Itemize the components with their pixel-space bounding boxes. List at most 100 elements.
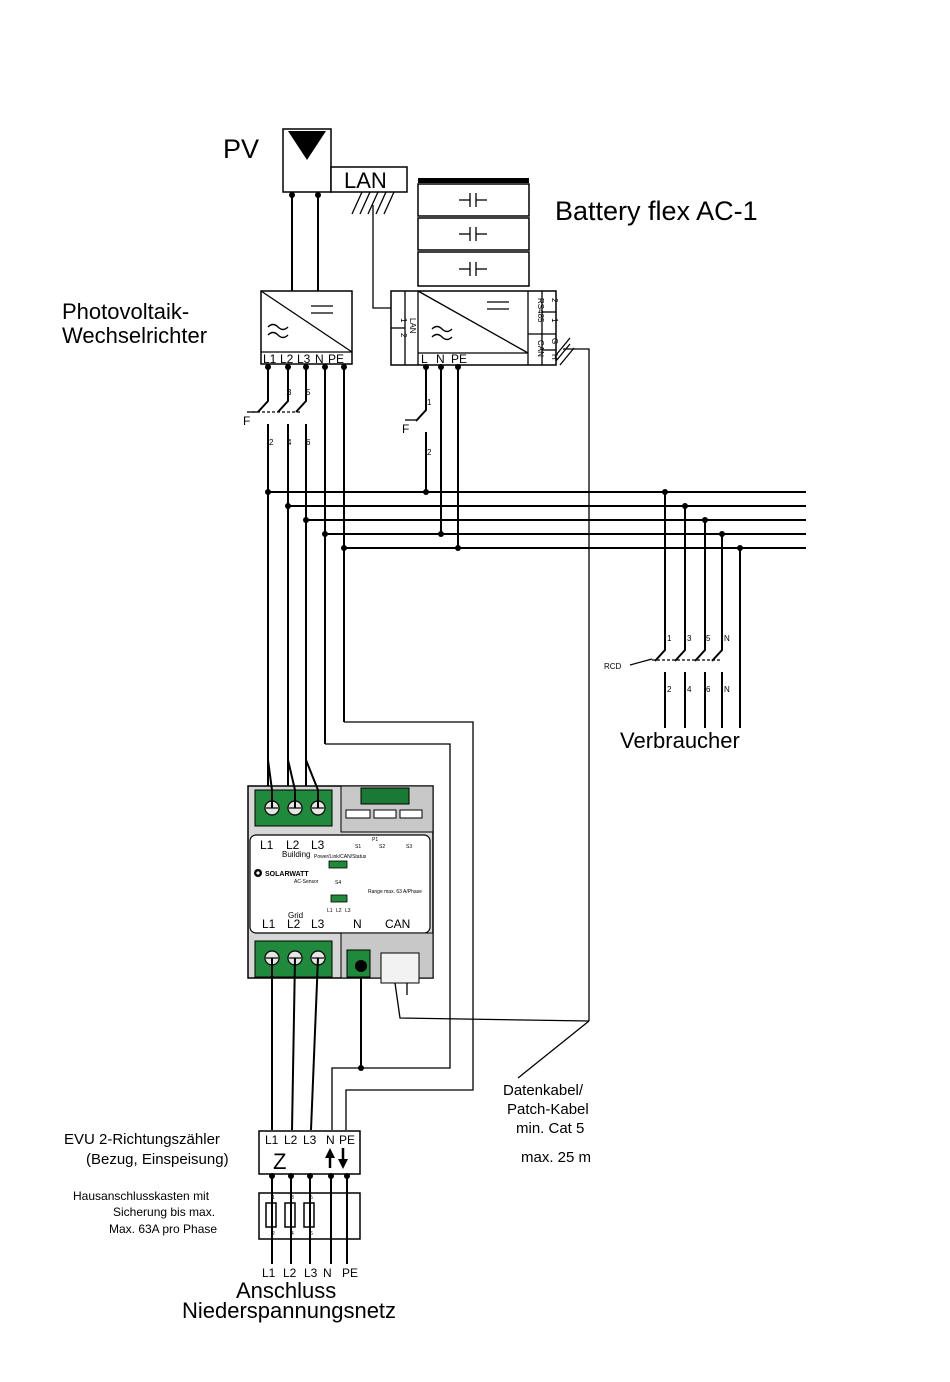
pv-breaker: 1 3 5 2 4 6 F — [243, 388, 311, 447]
sensor-s2: S2 — [379, 844, 385, 850]
pv-label: PV — [223, 134, 259, 164]
rcd-bottom-4: 4 — [687, 685, 692, 694]
lan-plug-line — [383, 191, 395, 215]
fusebox-line2: Sicherung bis max. — [113, 1205, 215, 1219]
battery-breaker: 1 2 F — [402, 398, 432, 457]
battery-cell — [417, 251, 530, 287]
rcd-top-5: 5 — [706, 634, 711, 643]
sensor-bottom-n: N — [353, 917, 362, 931]
can-plug-line — [555, 343, 571, 362]
sensor-ct-connector — [330, 894, 348, 903]
grid-title-line1: Anschluss — [236, 1278, 336, 1303]
fuse-top-5: 5 — [310, 1195, 313, 1201]
ac-symbol-icon — [267, 331, 289, 339]
grid-connection: L1 L2 L3 N PE Anschluss Niederspannungsn… — [182, 1266, 396, 1323]
arrow-up-icon — [325, 1148, 335, 1158]
pv-breaker-top-3: 3 — [287, 388, 292, 397]
cable-note-line2: Patch-Kabel — [507, 1101, 589, 1118]
meter-symbol: Z — [273, 1149, 286, 1174]
sensor-led-label: Power/Link/CAN/Status — [314, 854, 367, 860]
bi-side-label-rs485: RS485 — [536, 298, 545, 323]
sensor-top-l1: L1 — [260, 838, 274, 852]
consumer-l1-top — [654, 492, 666, 662]
junction-dot — [438, 531, 444, 537]
wire-sensor-top-l3 — [305, 759, 319, 808]
grid-title-line2: Niederspannungsnetz — [182, 1298, 396, 1323]
fuse-bottom-2: 2 — [272, 1231, 275, 1237]
bi-side-label-h: H — [550, 354, 559, 360]
pv-panel-icon — [288, 131, 326, 160]
meter-terminal-l2: L2 — [284, 1133, 298, 1147]
lan-plug-line — [359, 191, 371, 215]
pv-breaker-top-5: 5 — [306, 388, 311, 397]
sensor-label-face — [249, 834, 431, 934]
bi-terminal-n: N — [436, 352, 445, 366]
wire-l3-inv — [295, 367, 307, 413]
lan-connector: LAN — [330, 166, 408, 215]
consumer-l3-top — [694, 520, 706, 662]
bi-side-label-lan: LAN — [408, 318, 417, 334]
sensor-can-rj45-port — [380, 952, 420, 984]
grid-terminal-pe: PE — [342, 1266, 358, 1280]
sensor-bottom-l1: L1 — [262, 917, 276, 931]
fuse-box: Hausanschlusskasten mit Sicherung bis ma… — [73, 1189, 361, 1240]
sensor-ct-l3: L3 — [345, 908, 351, 914]
junction-dot — [322, 531, 328, 537]
lan-cable — [372, 205, 392, 309]
inverter-title-line1: Photovoltaik- — [62, 299, 189, 324]
sensor-model: AC-Sensor — [294, 879, 319, 885]
junction-dot — [341, 545, 347, 551]
sensor-grid-label: Grid — [288, 911, 303, 920]
junction-dot — [455, 545, 461, 551]
battery-breaker-bottom: 2 — [427, 448, 432, 457]
ac-symbol-icon — [267, 323, 289, 331]
inverter-title-line2: Wechselrichter — [62, 323, 207, 348]
battery-breaker-top: 1 — [427, 398, 432, 407]
sensor-button — [399, 809, 423, 819]
inverter-terminal-pe: PE — [328, 352, 344, 366]
meter-title-line1: EVU 2-Richtungszähler — [64, 1131, 220, 1148]
meter-terminal-n: N — [326, 1133, 335, 1147]
inverter-terminal-l3: L3 — [297, 352, 311, 366]
grid-terminal-n: N — [323, 1266, 332, 1280]
fusebox-line1: Hausanschlusskasten mit — [73, 1189, 210, 1203]
battery-cell-symbol-icon — [459, 193, 487, 207]
sensor-button — [373, 809, 397, 819]
rcd-arrow-icon — [629, 658, 653, 666]
meter-terminal-pe: PE — [339, 1133, 355, 1147]
junction-dot — [285, 503, 291, 509]
rcd-top-n: N — [724, 634, 730, 643]
battery-cell-symbol-icon — [459, 227, 487, 241]
inverter-diagonal — [260, 290, 353, 353]
lan-plug-line — [375, 191, 387, 215]
battery-breaker-label: F — [402, 422, 409, 436]
can-data-cable — [563, 348, 590, 1021]
sensor-bottom-can: CAN — [385, 917, 410, 931]
wire-sensor-top-l1 — [267, 759, 273, 791]
pv-breaker-bottom-4: 4 — [287, 438, 292, 447]
sensor-button — [345, 809, 371, 819]
rcd-bottom-2: 2 — [667, 685, 672, 694]
junction-dot — [265, 489, 271, 495]
cable-note-line1: Datenkabel/ — [503, 1082, 584, 1099]
sensor-top-l2: L2 — [286, 838, 300, 852]
battery-inverter: 1 2 LAN RS485 1 2 CAN H G L N PE — [390, 290, 559, 366]
can-plug-line — [559, 347, 575, 366]
meter-title-line2: (Bezug, Einspeisung) — [86, 1151, 229, 1168]
sensor-led-strip — [328, 860, 348, 869]
fuse-bottom-4: 4 — [291, 1231, 294, 1237]
battery-cell — [417, 217, 530, 251]
sensor-top-l3: L3 — [311, 838, 325, 852]
sensor-status-display — [360, 787, 410, 805]
bi-terminal-l: L — [421, 352, 428, 366]
battery-cell-symbol-icon — [459, 262, 487, 276]
ac-sensor: L1 L2 L3 Building P1 S1 S2 S3 Power/Link… — [247, 785, 434, 984]
battery-cell — [417, 183, 530, 217]
rcd-top-1: 1 — [667, 634, 672, 643]
ac-symbol-icon — [431, 333, 453, 341]
solarwatt-brand-text: SOLARWATT — [265, 871, 309, 878]
solarwatt-logo: SOLARWATT — [254, 869, 309, 878]
wire-l2-inv — [277, 367, 289, 413]
lan-plug-line — [367, 191, 379, 215]
